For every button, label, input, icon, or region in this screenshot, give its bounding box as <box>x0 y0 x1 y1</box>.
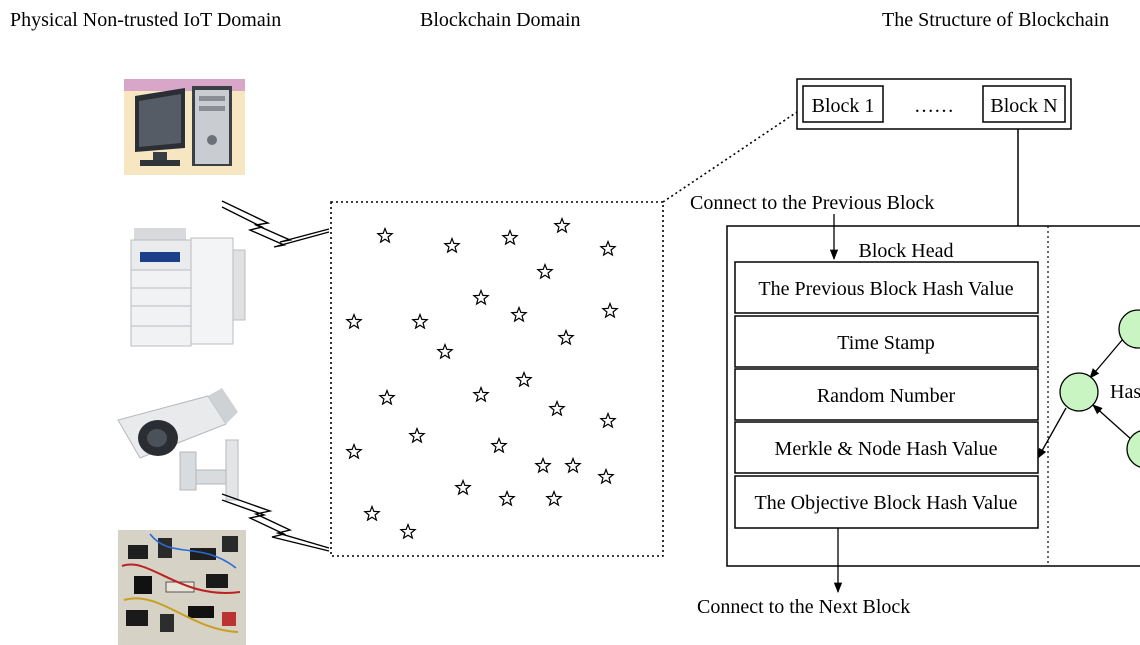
node-star-icon <box>501 228 519 246</box>
previous-hash-field <box>734 261 1039 314</box>
node-star-icon <box>534 456 552 474</box>
node-star-icon <box>557 328 575 346</box>
connect-next-label: Connect to the Next Block <box>697 596 910 618</box>
time-stamp-label: Time Stamp <box>837 332 935 354</box>
structure-heading: The Structure of Blockchain <box>882 9 1110 31</box>
blockchain-network-box <box>330 201 664 557</box>
security-camera-icon <box>110 385 240 503</box>
node-star-icon <box>472 288 490 306</box>
node-star-icon <box>599 239 617 257</box>
chain-ellipsis: …… <box>914 95 954 117</box>
node-star-icon <box>599 411 617 429</box>
node-star-icon <box>548 399 566 417</box>
node-star-icon <box>553 216 571 234</box>
node-star-icon <box>443 236 461 254</box>
merkle-hash-field <box>734 421 1039 474</box>
node-star-icon <box>490 436 508 454</box>
merkle-node <box>1126 430 1140 468</box>
block-n-box <box>982 85 1066 123</box>
node-star-icon <box>597 467 615 485</box>
wireless-link-icon <box>221 493 330 552</box>
objective-hash-field <box>734 475 1039 529</box>
node-star-icon <box>376 226 394 244</box>
hash-partial-label: Has <box>1110 381 1140 403</box>
electronic-components-icon <box>118 530 246 645</box>
node-star-icon <box>545 489 563 507</box>
block-head-label: Block Head <box>859 240 954 262</box>
merkle-node <box>1118 309 1140 349</box>
node-star-icon <box>411 312 429 330</box>
node-star-icon <box>399 522 417 540</box>
iot-domain-heading: Physical Non-trusted IoT Domain <box>10 9 282 31</box>
node-stars <box>345 216 619 540</box>
desktop-computer-icon <box>124 79 245 175</box>
node-star-icon <box>436 342 454 360</box>
merkle-hash-label: Merkle & Node Hash Value <box>775 438 998 460</box>
multifunction-printer-icon <box>126 222 250 350</box>
node-star-icon <box>454 478 472 496</box>
node-star-icon <box>408 426 426 444</box>
node-star-icon <box>510 305 528 323</box>
chain-outer-box <box>796 78 1072 130</box>
node-star-icon <box>378 388 396 406</box>
zoom-connector <box>662 111 798 203</box>
node-star-icon <box>345 442 363 460</box>
previous-hash-label: The Previous Block Hash Value <box>758 278 1013 300</box>
node-star-icon <box>564 456 582 474</box>
connect-previous-label: Connect to the Previous Block <box>690 192 934 214</box>
node-star-icon <box>536 262 554 280</box>
block-head-fields: The Previous Block Hash Value Time Stamp… <box>734 261 1039 529</box>
block-detail-box <box>726 225 1140 567</box>
node-star-icon <box>601 301 619 319</box>
block-1-label: Block 1 <box>812 95 875 117</box>
blockchain-domain-heading: Blockchain Domain <box>420 9 581 31</box>
node-star-icon <box>498 489 516 507</box>
random-number-label: Random Number <box>817 385 956 407</box>
merkle-node <box>1059 372 1099 412</box>
wireless-link-icon <box>221 200 330 248</box>
block-1-box <box>802 85 884 123</box>
node-star-icon <box>515 370 533 388</box>
time-stamp-field <box>734 315 1039 368</box>
node-star-icon <box>363 504 381 522</box>
merkle-tree: Has <box>1037 309 1140 468</box>
objective-hash-label: The Objective Block Hash Value <box>755 492 1018 514</box>
random-number-field <box>734 368 1039 421</box>
block-n-label: Block N <box>990 95 1057 117</box>
node-star-icon <box>345 312 363 330</box>
node-star-icon <box>472 385 490 403</box>
